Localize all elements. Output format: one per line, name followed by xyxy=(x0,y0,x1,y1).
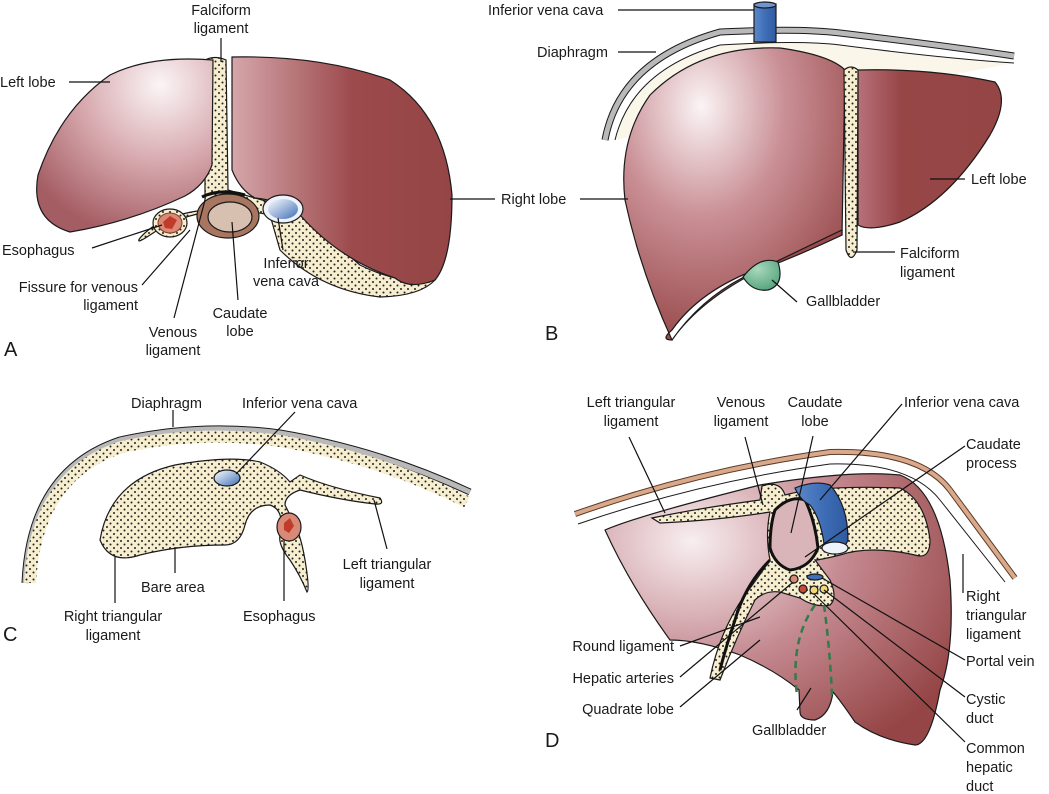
label-left-lobe-b: Left lobe xyxy=(971,172,1027,188)
panel-letter-a: A xyxy=(4,339,18,361)
esophagus-lumen-icon xyxy=(163,216,177,229)
panel-b: Inferior vena cava Diaphragm Left lobe F… xyxy=(488,1,1027,345)
label-gallbladder-d: Gallbladder xyxy=(752,723,826,739)
hepatic-artery-d xyxy=(789,574,799,584)
bare-area-c xyxy=(99,458,383,593)
label-ivc-d: Inferior vena cava xyxy=(904,395,1020,411)
label-diaphragm-c: Diaphragm xyxy=(131,396,202,412)
panel-letter-b: B xyxy=(545,323,558,345)
label-round-ligament-d: Round ligament xyxy=(572,639,674,655)
panel-letter-d: D xyxy=(545,730,559,752)
panel-c: Diaphragm Inferior vena cava Left triang… xyxy=(3,396,472,646)
left-lobe-a xyxy=(36,58,214,233)
panel-letter-c: C xyxy=(3,624,17,646)
portal-vein-d xyxy=(806,573,824,581)
ivc-c xyxy=(213,469,241,487)
right-lobe-a xyxy=(231,56,453,286)
ivc-b xyxy=(753,3,777,43)
cystic-duct-d xyxy=(809,585,819,595)
right-lobe-b xyxy=(623,47,846,341)
label-left-lobe-a: Left lobe xyxy=(0,75,56,91)
label-hepatic-arteries-d: Hepatic arteries xyxy=(572,671,674,687)
label-quadrate-lobe-d: Quadrate lobe xyxy=(582,702,674,718)
left-lobe-b xyxy=(857,69,1002,229)
round-ligament-d xyxy=(718,558,772,671)
label-portal-vein-d: Portal vein xyxy=(966,654,1035,670)
label-ivc-c: Inferior vena cava xyxy=(242,396,358,412)
label-right-lobe-a: Right lobe xyxy=(501,192,566,208)
label-bare-area-c: Bare area xyxy=(141,580,206,596)
label-esophagus-a: Esophagus xyxy=(2,243,75,259)
label-diaphragm-b: Diaphragm xyxy=(537,45,608,61)
peritoneal-band-c xyxy=(24,430,470,584)
falciform-b xyxy=(843,66,859,259)
label-esophagus-c: Esophagus xyxy=(243,609,316,625)
label-gallbladder-b: Gallbladder xyxy=(806,294,880,310)
gallbladder-b xyxy=(742,259,781,291)
label-ivc-b: Inferior vena cava xyxy=(488,3,604,19)
